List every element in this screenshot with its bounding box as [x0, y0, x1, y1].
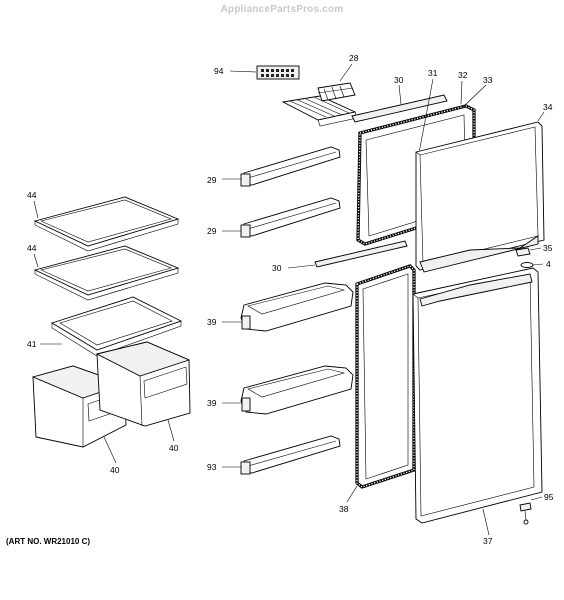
- part-30-trim-strip-top[interactable]: [351, 84, 448, 123]
- part-29-door-bin-lower[interactable]: [222, 197, 341, 238]
- callout-94: 94: [214, 66, 224, 76]
- part-41-crisper-cover[interactable]: [40, 296, 183, 357]
- part-94-hardware-card[interactable]: [229, 65, 300, 80]
- callout-31: 31: [428, 68, 438, 78]
- part-37-lower-door[interactable]: [412, 267, 543, 536]
- part-30-trim-strip-middle[interactable]: [287, 240, 408, 269]
- part-34-upper-door[interactable]: [415, 84, 545, 273]
- part-39-deep-door-bin-upper[interactable]: [222, 282, 354, 332]
- art-number: (ART NO. WR21010 C): [6, 537, 91, 546]
- part-39-deep-door-bin-lower[interactable]: [222, 365, 354, 415]
- callout-93: 93: [207, 462, 217, 472]
- callout-95: 95: [544, 492, 554, 502]
- part-28-wire-rack[interactable]: [281, 63, 358, 127]
- callout-39-lower: 39: [207, 398, 217, 408]
- part-35-hinge-pin[interactable]: [515, 247, 542, 257]
- callout-44-top: 44: [27, 190, 37, 200]
- callout-29-lower: 29: [207, 226, 217, 236]
- callout-29-upper: 29: [207, 175, 217, 185]
- part-4-hinge-bushing[interactable]: [520, 262, 544, 268]
- part-29-door-bin-upper[interactable]: [222, 146, 341, 187]
- part-93-door-bin-bottom[interactable]: [222, 435, 341, 475]
- part-44-glass-shelf-top[interactable]: [33, 196, 180, 252]
- callout-38: 38: [339, 504, 349, 514]
- callout-33: 33: [483, 75, 493, 85]
- callout-40-right: 40: [169, 443, 179, 453]
- part-44-glass-shelf-middle[interactable]: [33, 245, 180, 301]
- callout-35: 35: [543, 243, 553, 253]
- part-95-hinge-screw[interactable]: [519, 496, 543, 525]
- callout-30: 30: [394, 75, 404, 85]
- callout-40-left: 40: [110, 465, 120, 475]
- callout-30-middle: 30: [272, 263, 282, 273]
- part-40-crisper-drawer-right[interactable]: [95, 341, 191, 442]
- callout-28: 28: [349, 53, 359, 63]
- part-38-lower-gasket[interactable]: [346, 264, 416, 503]
- callout-44-middle: 44: [27, 243, 37, 253]
- callout-37: 37: [483, 536, 493, 546]
- callout-39-upper: 39: [207, 317, 217, 327]
- callout-41: 41: [27, 339, 37, 349]
- callout-4: 4: [546, 259, 551, 269]
- callout-32: 32: [458, 70, 468, 80]
- watermark: AppliancePartsPros.com: [220, 4, 344, 15]
- callout-34: 34: [543, 102, 553, 112]
